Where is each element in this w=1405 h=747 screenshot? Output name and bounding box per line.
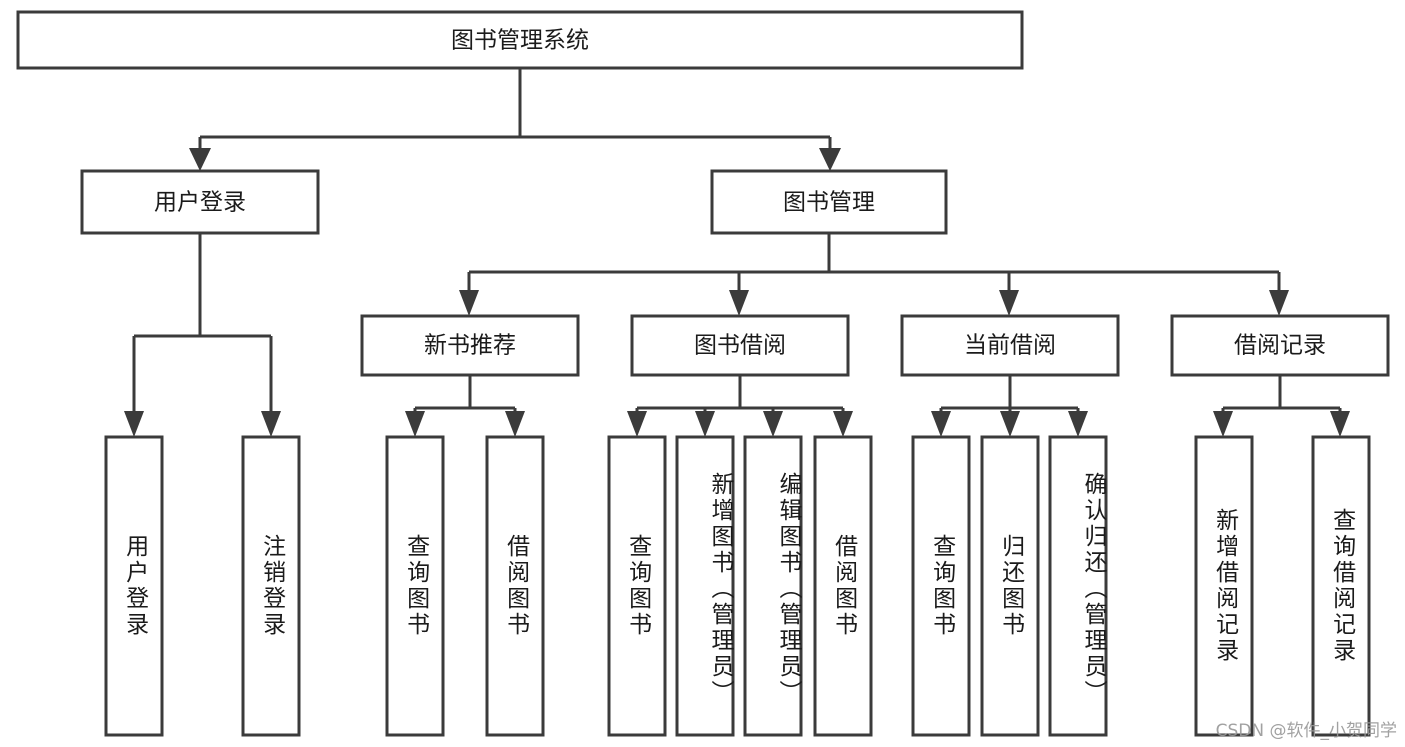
node-user-login[interactable]: 用户登录 [80,169,320,235]
leaf-box-return-book[interactable] [980,435,1040,737]
arrow-head-icon [261,411,281,437]
watermark: CSDN @软件_小贺同学 [1215,721,1397,741]
connector-bookmgmt-to-level3 [459,233,1289,316]
level3-label: 新书推荐 [424,333,516,359]
level3-box[interactable] [630,314,850,377]
leaf-box-borrow-book-2[interactable] [813,435,873,737]
leaf-box-edit-book-admin[interactable] [743,435,803,737]
level3-label: 图书借阅 [694,333,786,359]
arrow-head-icon [124,411,144,437]
root-label: 图书管理系统 [451,28,589,54]
root-box[interactable] [16,10,1024,70]
node-new-book-recommend[interactable]: 新书推荐 [360,314,580,377]
arrow-head-icon [505,411,525,437]
leaf-box-confirm-return-admin[interactable] [1048,435,1108,737]
arrow-head-icon [1213,411,1233,437]
leaf-box-user-login[interactable] [104,435,164,737]
level3-box[interactable] [900,314,1120,377]
connector-bookborrow-to-leaves [627,375,853,437]
arrow-head-icon [1269,290,1289,316]
level3-box[interactable] [1170,314,1390,377]
level3-box[interactable] [360,314,580,377]
node-borrow-record[interactable]: 借阅记录 [1170,314,1390,377]
arrow-head-icon [189,148,211,171]
arrow-head-icon [405,411,425,437]
node-book-management[interactable]: 图书管理 [710,169,948,235]
arrow-head-icon [763,411,783,437]
leaf-box-query-book-3[interactable] [911,435,971,737]
arrow-head-icon [729,290,749,316]
leaf-box-logout[interactable] [241,435,301,737]
arrow-head-icon [999,290,1019,316]
arrow-head-icon [1068,411,1088,437]
arrow-head-icon [931,411,951,437]
leaf-box-query-book-2[interactable] [607,435,667,737]
level2-label: 用户登录 [154,190,246,216]
level3-label: 借阅记录 [1234,333,1326,359]
arrow-head-icon [1000,411,1020,437]
arrow-head-icon [819,148,841,171]
arrow-head-icon [627,411,647,437]
level2-box[interactable] [710,169,948,235]
connector-userlogin-to-leaves [124,233,281,437]
node-current-borrow[interactable]: 当前借阅 [900,314,1120,377]
arrow-head-icon [695,411,715,437]
connector-root-to-level2 [189,68,841,171]
leaf-box-query-book-1[interactable] [385,435,445,737]
node-book-borrow[interactable]: 图书借阅 [630,314,850,377]
leaf-box-borrow-book-1[interactable] [485,435,545,737]
connector-newbook-to-leaves [405,375,525,437]
node-root[interactable]: 图书管理系统 [16,10,1024,70]
leaf-box-add-book-admin[interactable] [675,435,735,737]
leaf-box-add-borrow-record[interactable] [1194,435,1254,737]
level2-label: 图书管理 [783,190,875,216]
arrow-head-icon [1330,411,1350,437]
arrow-head-icon [833,411,853,437]
level3-label: 当前借阅 [964,333,1056,359]
leaf-box-query-borrow-record[interactable] [1311,435,1371,737]
arrow-head-icon [459,290,479,316]
connector-currentborrow-to-leaves [931,375,1088,437]
connector-borrowrecord-to-leaves [1213,375,1350,437]
